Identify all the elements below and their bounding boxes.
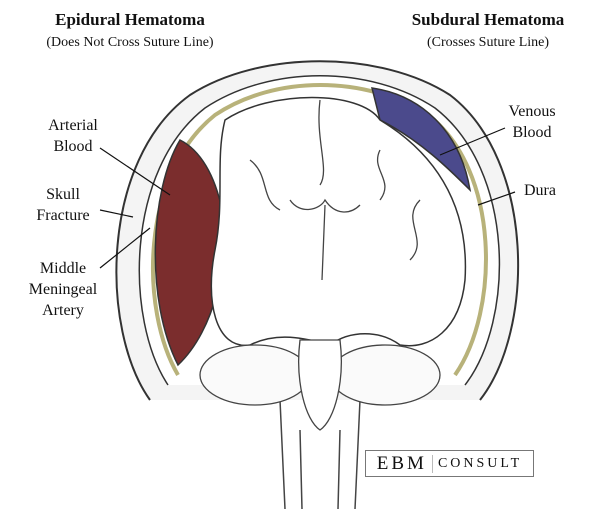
- brain-folds: [249, 99, 421, 281]
- epidural-subtitle: (Does Not Cross Suture Line): [46, 35, 214, 50]
- cerebellum-left: [199, 344, 311, 406]
- logo-divider: [431, 454, 433, 473]
- label-line: Blood: [512, 124, 552, 141]
- label-line: Middle: [39, 260, 87, 277]
- label-line: Artery: [42, 302, 84, 319]
- neck-structure: [279, 399, 361, 509]
- subdural-title: Subdural Hematoma: [411, 10, 565, 29]
- label-dura: Dura: [524, 182, 556, 199]
- logo-secondary: CONSULT: [437, 455, 523, 471]
- dura-line: [151, 83, 488, 377]
- ebm-consult-logo: EBM CONSULT: [365, 450, 534, 477]
- label-line: Meningeal: [28, 281, 98, 298]
- label-venous-blood: Venous Blood: [492, 101, 572, 143]
- pointer-lines: [99, 127, 516, 269]
- label-middle-meningeal-artery: Middle Meningeal Artery: [23, 258, 103, 321]
- epidural-title: Epidural Hematoma: [55, 10, 205, 29]
- label-line: Arterial: [48, 117, 98, 134]
- logo-primary: EBM: [376, 452, 427, 474]
- label-line: Skull: [46, 186, 80, 203]
- brainstem: [298, 339, 342, 431]
- brain: [210, 96, 467, 347]
- label-line: Venous: [508, 103, 556, 120]
- label-skull-fracture: Skull Fracture: [23, 184, 103, 226]
- label-arterial-blood: Arterial Blood: [33, 115, 113, 157]
- subdural-hematoma: [371, 87, 472, 193]
- subdural-subtitle: (Crosses Suture Line): [426, 35, 550, 50]
- label-line: Blood: [53, 138, 93, 155]
- epidural-hematoma: [154, 139, 225, 367]
- cerebellum-right: [329, 344, 441, 406]
- label-line: Fracture: [36, 207, 90, 224]
